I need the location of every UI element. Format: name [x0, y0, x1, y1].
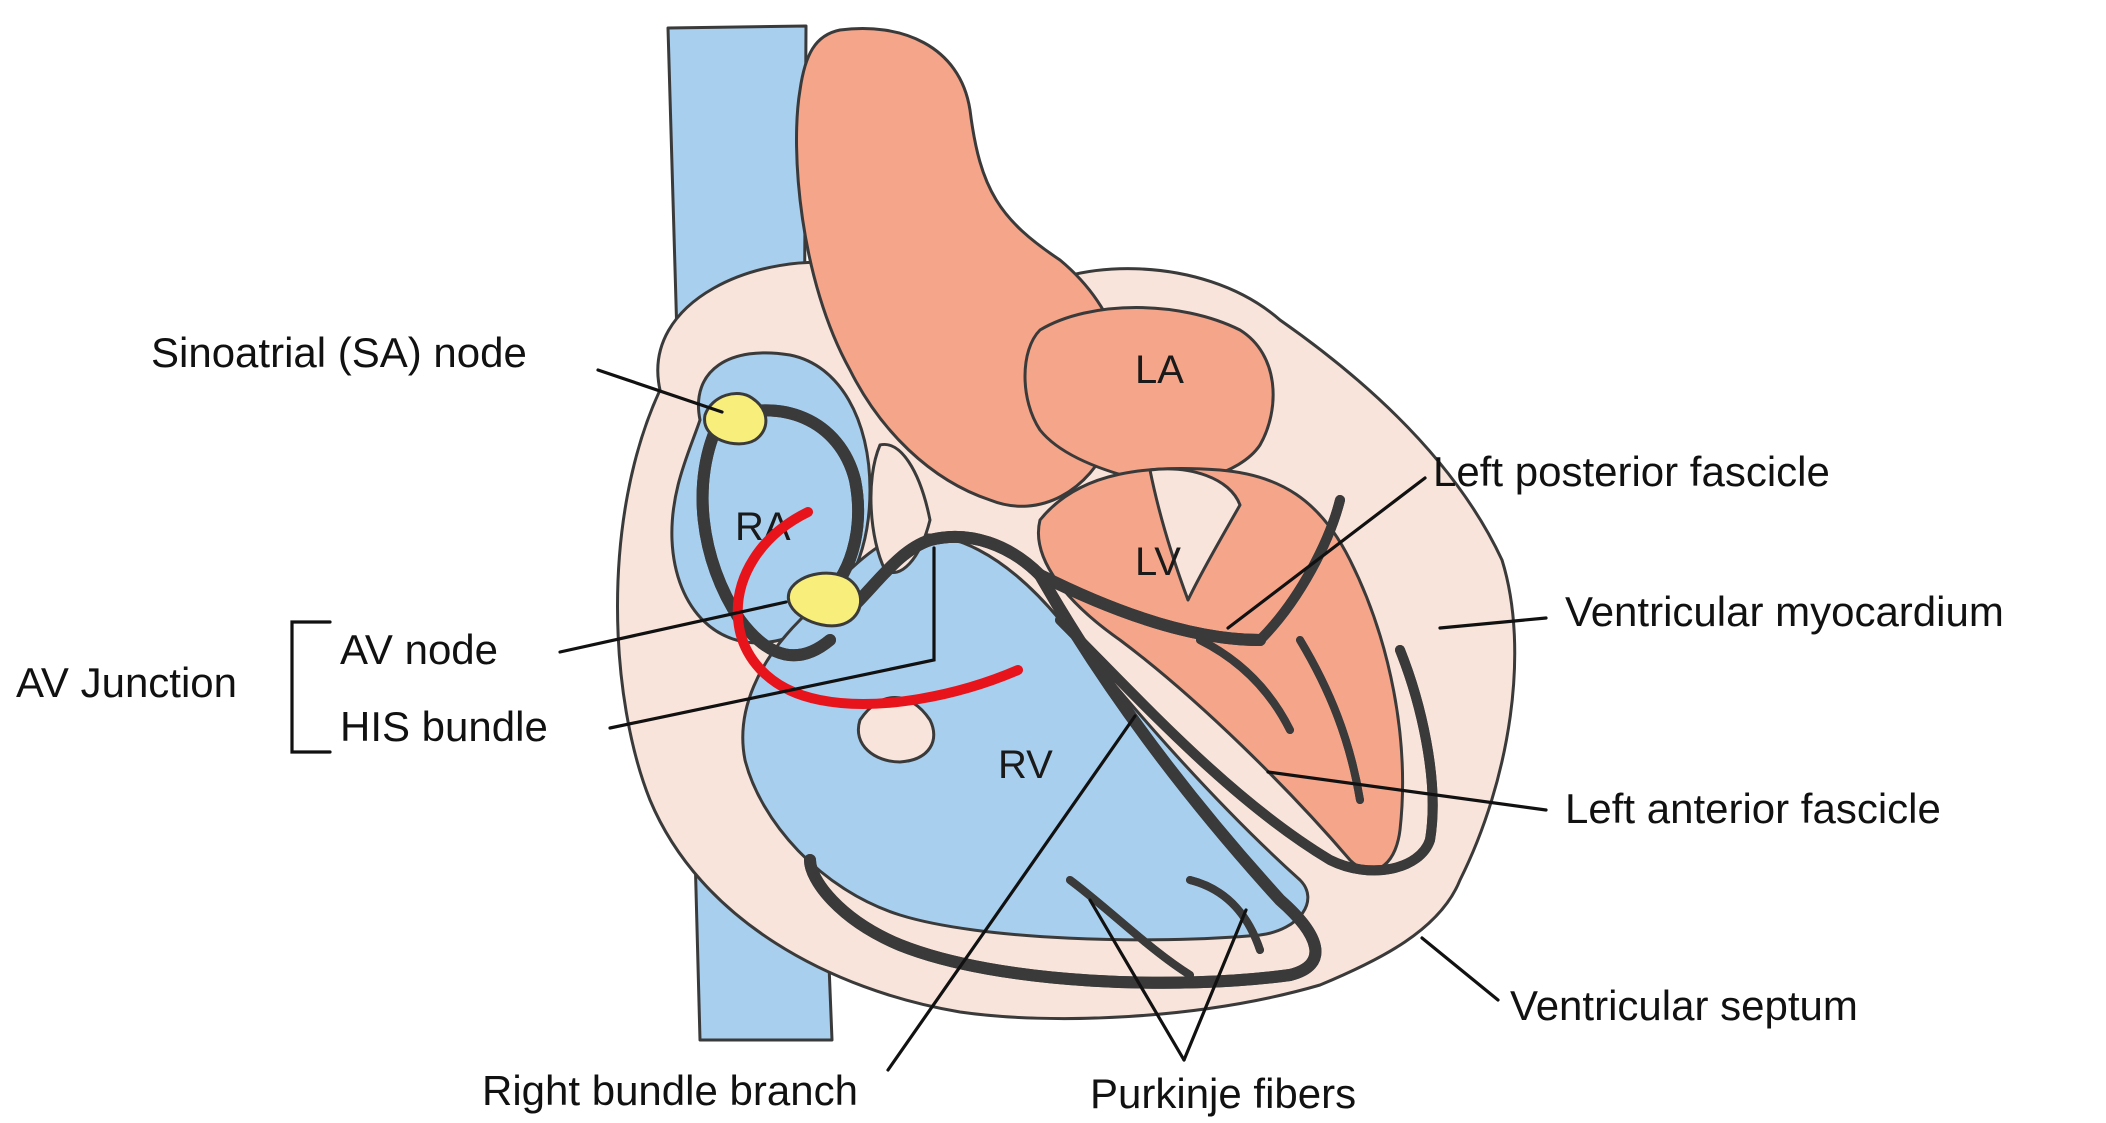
chamber-label-rv: RV: [998, 743, 1053, 787]
label-purkinje-fibers: Purkinje fibers: [1090, 1070, 1356, 1117]
chamber-label-la: LA: [1135, 348, 1184, 392]
label-left-posterior-fascicle: Left posterior fascicle: [1433, 448, 1830, 495]
label-his-bundle: HIS bundle: [340, 703, 548, 750]
sa-node: [705, 393, 766, 443]
label-sa-node: Sinoatrial (SA) node: [151, 329, 527, 376]
label-ventricular-myocardium: Ventricular myocardium: [1565, 588, 2004, 635]
label-ventricular-septum: Ventricular septum: [1510, 982, 1858, 1029]
label-av-junction: AV Junction: [16, 659, 237, 706]
label-right-bundle-branch: Right bundle branch: [482, 1067, 858, 1114]
leader-ventricular-septum: [1422, 938, 1498, 1000]
av-junction-bracket: [292, 622, 330, 752]
label-av-node: AV node: [340, 626, 498, 673]
label-left-anterior-fascicle: Left anterior fascicle: [1565, 785, 1941, 832]
chamber-label-lv: LV: [1135, 540, 1181, 584]
